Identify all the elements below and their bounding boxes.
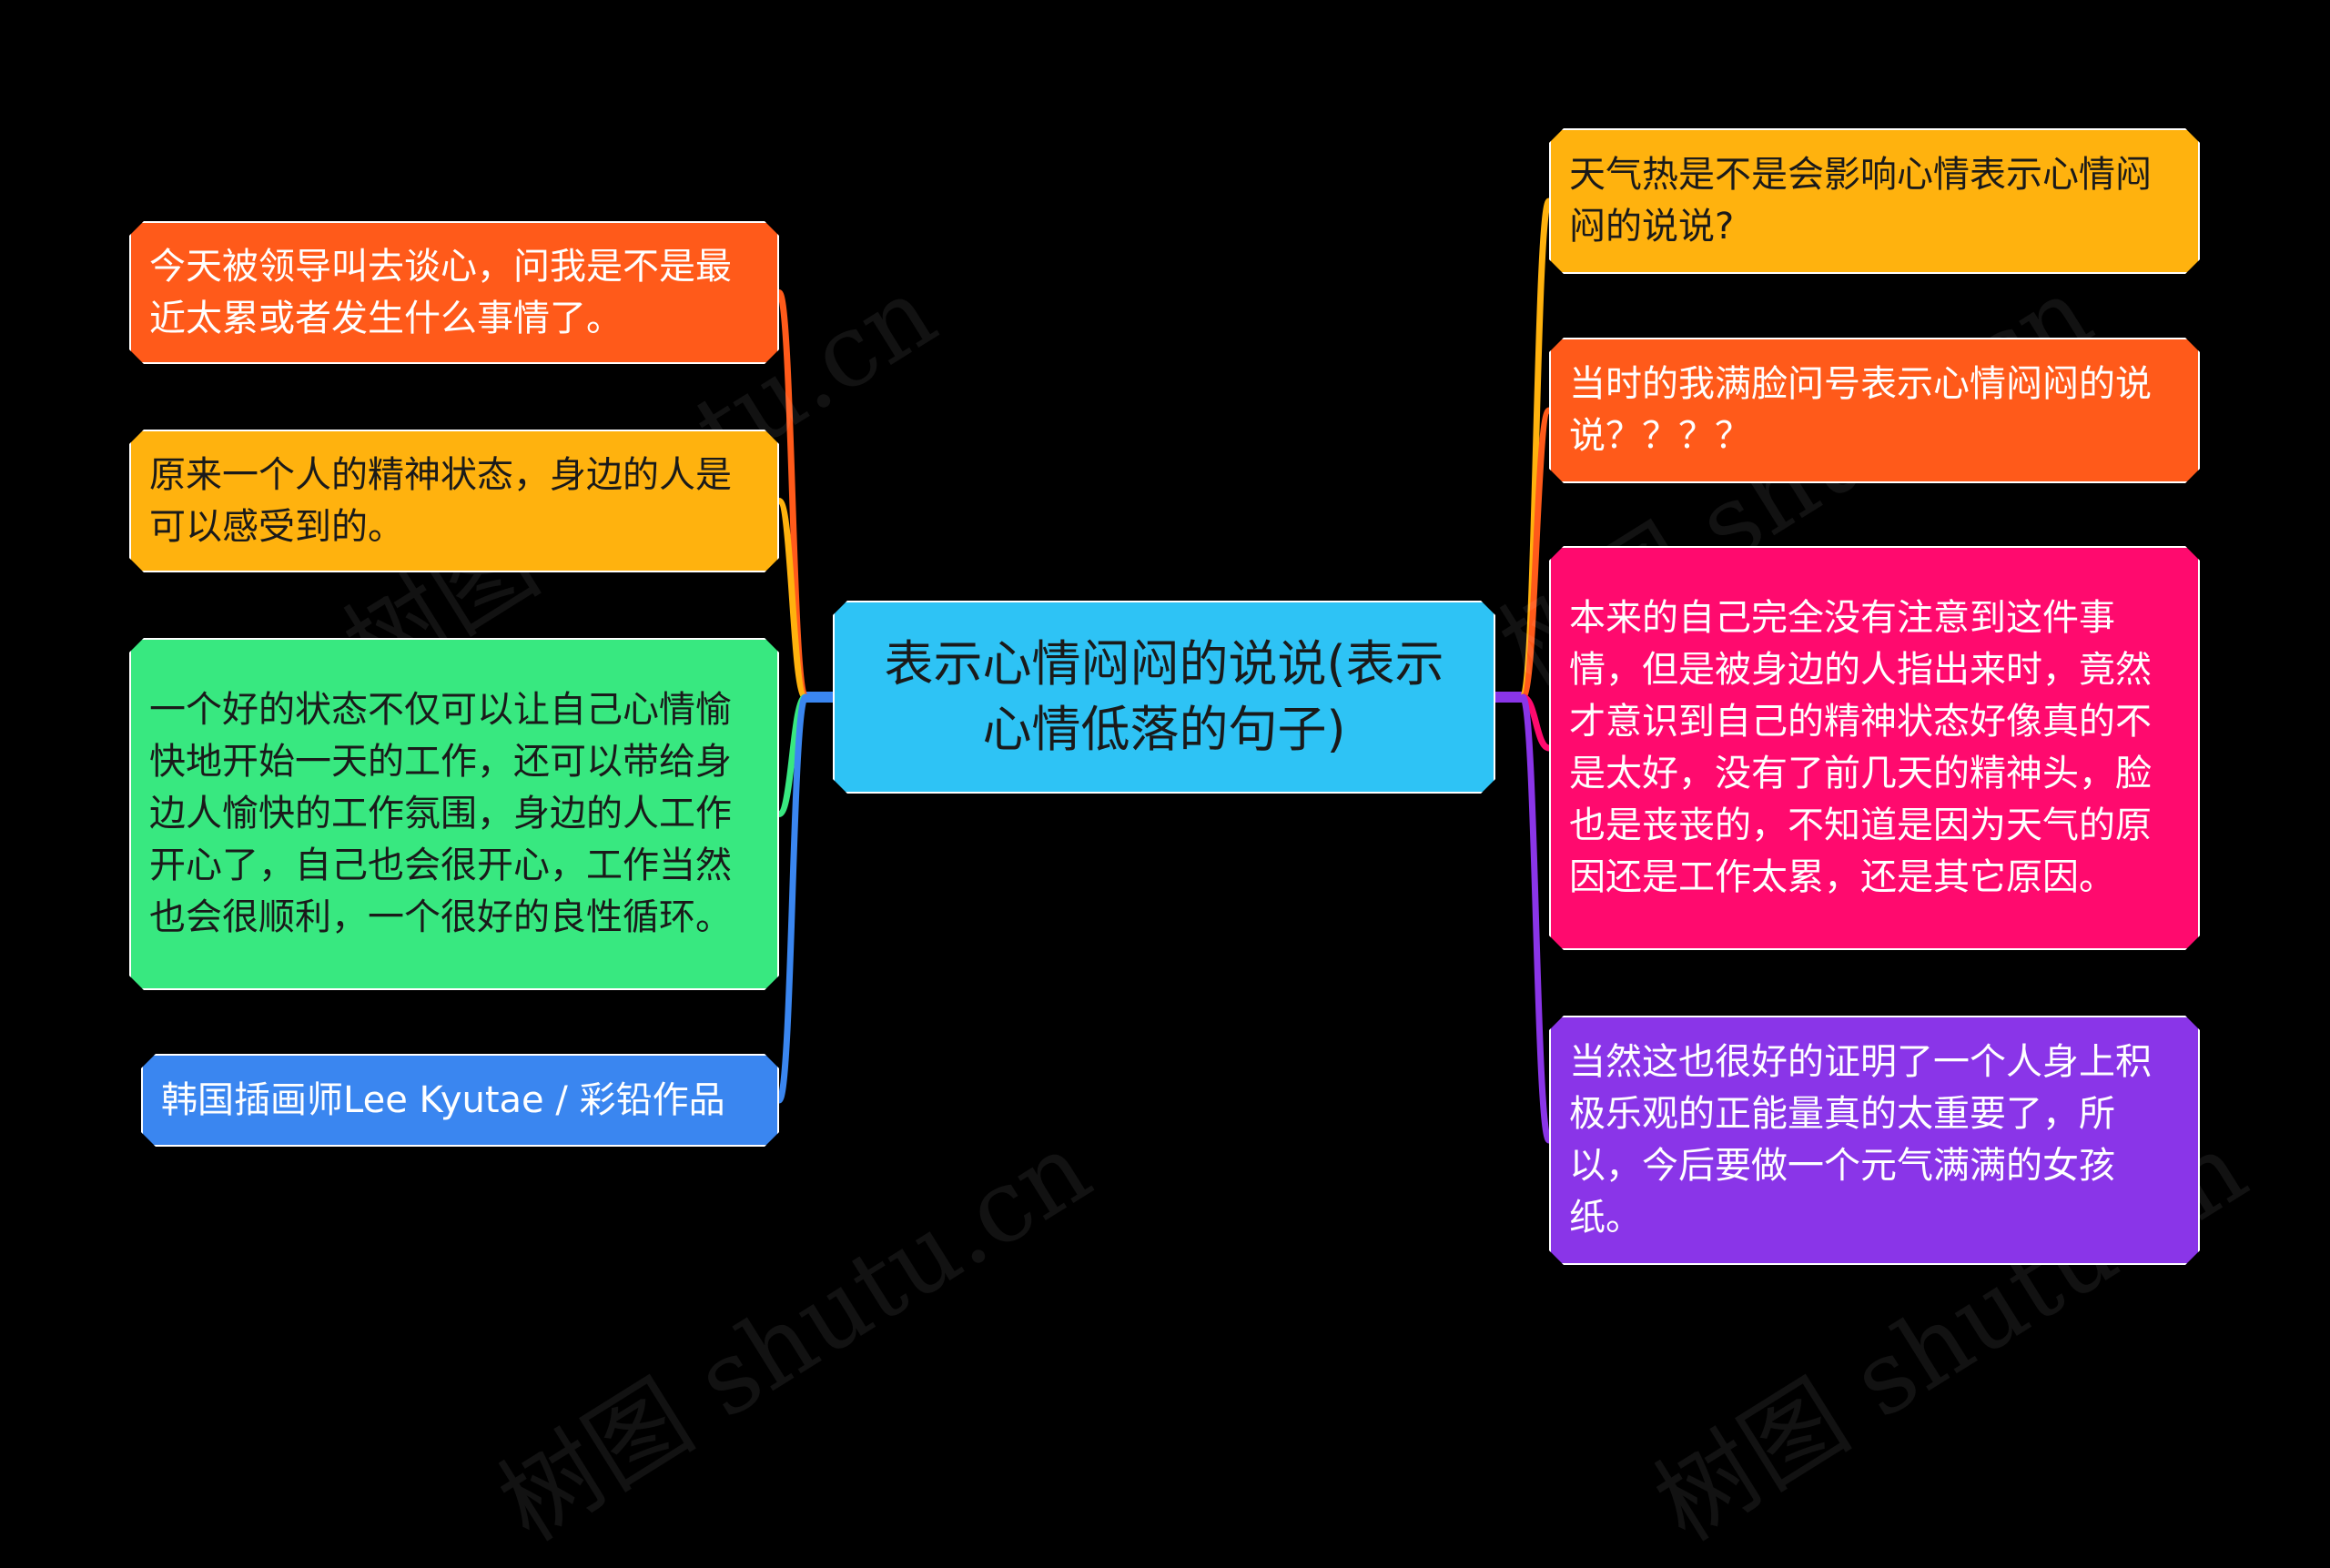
left-topic-2[interactable]: 原来一个人的精神状态，身边的人是可以感受到的。: [129, 430, 779, 572]
connector-left-4: [775, 693, 809, 1104]
right-topic-4-label: 当然这也很好的证明了一个人身上积极乐观的正能量真的太重要了，所以，今后要做一个元…: [1569, 1041, 2152, 1239]
root-left-stub: [805, 692, 833, 703]
connector-right-2: [1519, 407, 1553, 701]
root-right-stub: [1495, 692, 1523, 703]
root-topic-label: 表示心情闷闷的说说(表示心情低落的句子): [884, 635, 1444, 758]
left-topic-1[interactable]: 今天被领导叫去谈心，问我是不是最近太累或者发生什么事情了。: [129, 221, 779, 364]
right-topic-3-label: 本来的自己完全没有注意到这件事情，但是被身边的人指出来时，竟然才意识到自己的精神…: [1569, 597, 2152, 898]
left-topic-1-label: 今天被领导叫去谈心，问我是不是最近太累或者发生什么事情了。: [149, 245, 732, 339]
right-topic-2[interactable]: 当时的我满脸问号表示心情闷闷的说说？？？？: [1549, 338, 2200, 483]
right-topic-3[interactable]: 本来的自己完全没有注意到这件事情，但是被身边的人指出来时，竟然才意识到自己的精神…: [1549, 546, 2200, 950]
root-topic[interactable]: 表示心情闷闷的说说(表示心情低落的句子): [833, 601, 1495, 794]
left-topic-4[interactable]: 韩国插画师Lee Kyutae / 彩铅作品: [141, 1054, 779, 1147]
connector-canvas: [775, 197, 1553, 1144]
right-topic-4[interactable]: 当然这也很好的证明了一个人身上积极乐观的正能量真的太重要了，所以，今后要做一个元…: [1549, 1016, 2200, 1265]
connector-left-2: [775, 498, 809, 701]
left-topic-4-label: 韩国插画师Lee Kyutae / 彩铅作品: [161, 1078, 725, 1121]
right-topic-2-label: 当时的我满脸问号表示心情闷闷的说说？？？？: [1569, 363, 2152, 457]
left-topic-3[interactable]: 一个好的状态不仅可以让自己心情愉快地开始一天的工作，还可以带给身边人愉快的工作氛…: [129, 638, 779, 990]
right-topic-1-label: 天气热是不是会影响心情表示心情闷闷的说说?: [1569, 154, 2152, 248]
right-topic-1[interactable]: 天气热是不是会影响心情表示心情闷闷的说说?: [1549, 128, 2200, 274]
left-topic-2-label: 原来一个人的精神状态，身边的人是可以感受到的。: [149, 453, 732, 548]
connector-right-4: [1519, 693, 1553, 1144]
left-topic-3-label: 一个好的状态不仅可以让自己心情愉快地开始一天的工作，还可以带给身边人愉快的工作氛…: [149, 689, 732, 938]
